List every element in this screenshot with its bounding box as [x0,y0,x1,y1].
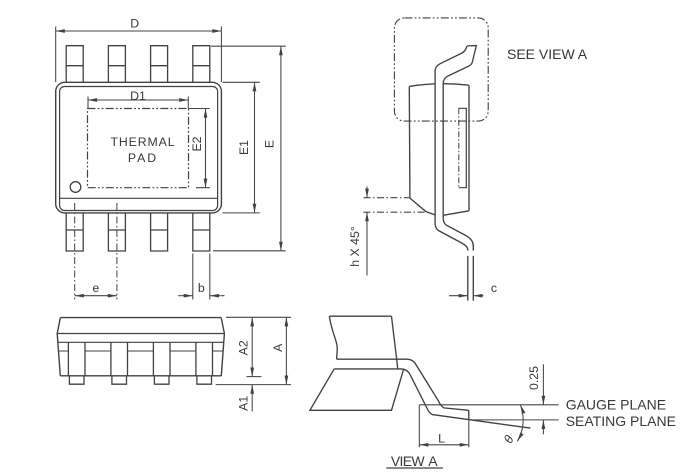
svg-text:0.25: 0.25 [527,366,541,390]
svg-text:θ: θ [501,433,517,446]
svg-text:PAD: PAD [128,151,158,165]
svg-text:VIEW: VIEW [391,453,425,469]
svg-text:D: D [130,17,139,31]
svg-text:E: E [263,140,277,148]
svg-text:e: e [92,281,99,295]
svg-text:L: L [438,431,445,445]
svg-text:THERMAL: THERMAL [110,135,175,149]
svg-text:A2: A2 [236,340,250,355]
svg-text:A1: A1 [236,396,250,411]
svg-text:SEE VIEW A: SEE VIEW A [507,46,588,62]
svg-text:SEATING PLANE: SEATING PLANE [566,413,676,429]
svg-text:E1: E1 [237,140,251,155]
svg-text:A: A [271,343,285,352]
svg-text:D1: D1 [130,89,146,103]
svg-text:A: A [428,453,438,469]
svg-text:b: b [198,281,205,295]
svg-text:h X 45°: h X 45° [348,226,362,267]
svg-text:E2: E2 [190,136,204,151]
svg-text:c: c [491,281,497,295]
svg-text:GAUGE PLANE: GAUGE PLANE [566,397,666,413]
